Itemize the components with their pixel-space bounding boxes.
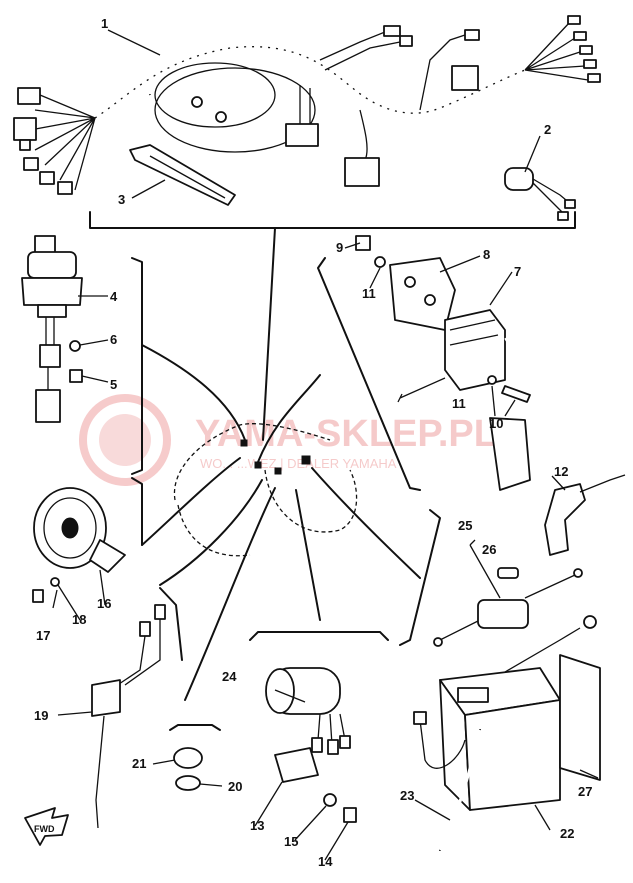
screw-14 (343, 807, 357, 823)
callout-8: 8 (483, 247, 490, 262)
callout-5: 5 (110, 377, 117, 392)
callout-26: 26 (482, 542, 496, 557)
neutral-bracket (159, 587, 183, 661)
main-switch (21, 235, 83, 423)
callout-10: 10 (489, 416, 503, 431)
horn (33, 487, 126, 573)
bolt-9 (355, 235, 371, 251)
callout-25: 25 (458, 518, 472, 533)
fuse-holder (433, 539, 583, 647)
callout-9: 9 (336, 240, 343, 255)
callout-13: 13 (250, 818, 264, 833)
watermark: YAMA-SKLEP.PL WO... ...WEZ | DEALER YAMA… (79, 394, 497, 486)
callout-23: 23 (400, 788, 414, 803)
callout-20: 20 (228, 779, 242, 794)
bolt-17 (32, 589, 44, 603)
callout-3: 3 (118, 192, 125, 207)
fuse-26 (497, 567, 519, 579)
coil-bracket (317, 257, 421, 491)
callout-4: 4 (110, 289, 118, 304)
battery (413, 615, 597, 811)
neutral-switch (91, 604, 166, 829)
washer-11 (374, 256, 386, 268)
callout-18: 18 (72, 612, 86, 627)
switch-bracket (131, 257, 143, 475)
callout-14: 14 (318, 854, 333, 869)
frame-outline (173, 423, 358, 557)
callout-12: 12 (554, 464, 568, 479)
leader-lines (141, 227, 421, 701)
nut-20 (175, 775, 201, 791)
washer-15 (323, 793, 337, 807)
watermark-title: YAMA-SKLEP.PL (195, 413, 497, 455)
grommet-21 (173, 747, 203, 769)
callout-6: 6 (110, 332, 117, 347)
plug-cap (544, 474, 626, 556)
bolt-10 (501, 385, 531, 403)
fwd-arrow: FWD (24, 807, 69, 846)
callout-1: 1 (101, 16, 108, 31)
relay-bracket (249, 631, 389, 641)
callout-22: 22 (560, 826, 574, 841)
battery-label (559, 654, 601, 781)
ignition-coil-assembly (355, 235, 603, 491)
fwd-label: FWD (34, 824, 55, 834)
sub-harness (504, 167, 576, 221)
watermark-subtitle: WO... ...WEZ | DEALER YAMAHA (200, 456, 397, 471)
callout-16: 16 (97, 596, 111, 611)
fuse-bracket (399, 509, 441, 646)
callout-27: 27 (578, 784, 592, 799)
nut-6 (69, 340, 81, 352)
callout-leaders (52, 29, 599, 861)
washer-18 (50, 577, 60, 587)
horn-bracket (131, 477, 143, 546)
harness-bracket (89, 211, 576, 229)
callout-11a: 11 (362, 286, 376, 301)
callout-24: 24 (222, 669, 237, 684)
screw-5 (69, 369, 83, 383)
callout-2: 2 (544, 122, 551, 137)
relay-13 (274, 747, 319, 783)
callout-21: 21 (132, 756, 146, 771)
callout-7: 7 (514, 264, 521, 279)
callout-17: 17 (36, 628, 50, 643)
callout-19: 19 (34, 708, 48, 723)
grommet-bracket (169, 724, 221, 731)
callout-labels: 1 2 3 4 5 6 7 8 9 10 11 11 12 13 14 15 1… (34, 16, 592, 869)
flasher-relay (265, 667, 351, 755)
callout-11b: 11 (452, 396, 466, 411)
callout-15: 15 (284, 834, 298, 849)
cable-band (129, 144, 236, 206)
wire-harness (13, 15, 601, 195)
